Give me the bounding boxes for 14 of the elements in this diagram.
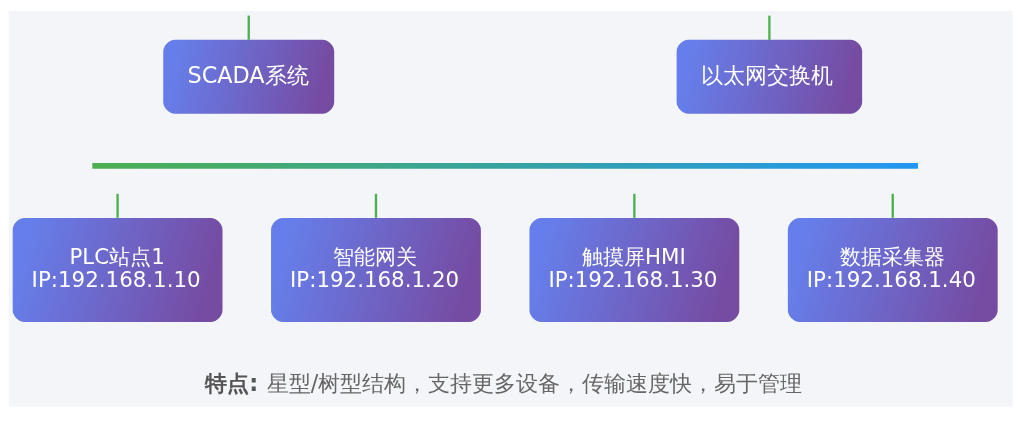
node-box: 以太网交换机 bbox=[676, 39, 863, 114]
node-box: SCADA系统 bbox=[163, 39, 335, 114]
node-box: 触摸屏HMI IP:192.168.1.30 bbox=[529, 217, 740, 322]
connector bbox=[374, 193, 378, 218]
connector bbox=[891, 193, 894, 218]
node-bar bbox=[92, 162, 918, 169]
node-box: PLC站点1 IP:192.168.1.10 bbox=[12, 217, 223, 322]
node-box: 数据采集器 IP:192.168.1.40 bbox=[787, 217, 998, 322]
caption: 特点: 星型/树型结构，支持更多设备，传输速度快，易于管理 bbox=[205, 369, 803, 396]
connector bbox=[633, 193, 636, 218]
node-box: 智能网关 IP:192.168.1.20 bbox=[271, 217, 481, 322]
connector bbox=[768, 15, 771, 40]
connector bbox=[247, 15, 250, 40]
connector bbox=[116, 193, 119, 218]
